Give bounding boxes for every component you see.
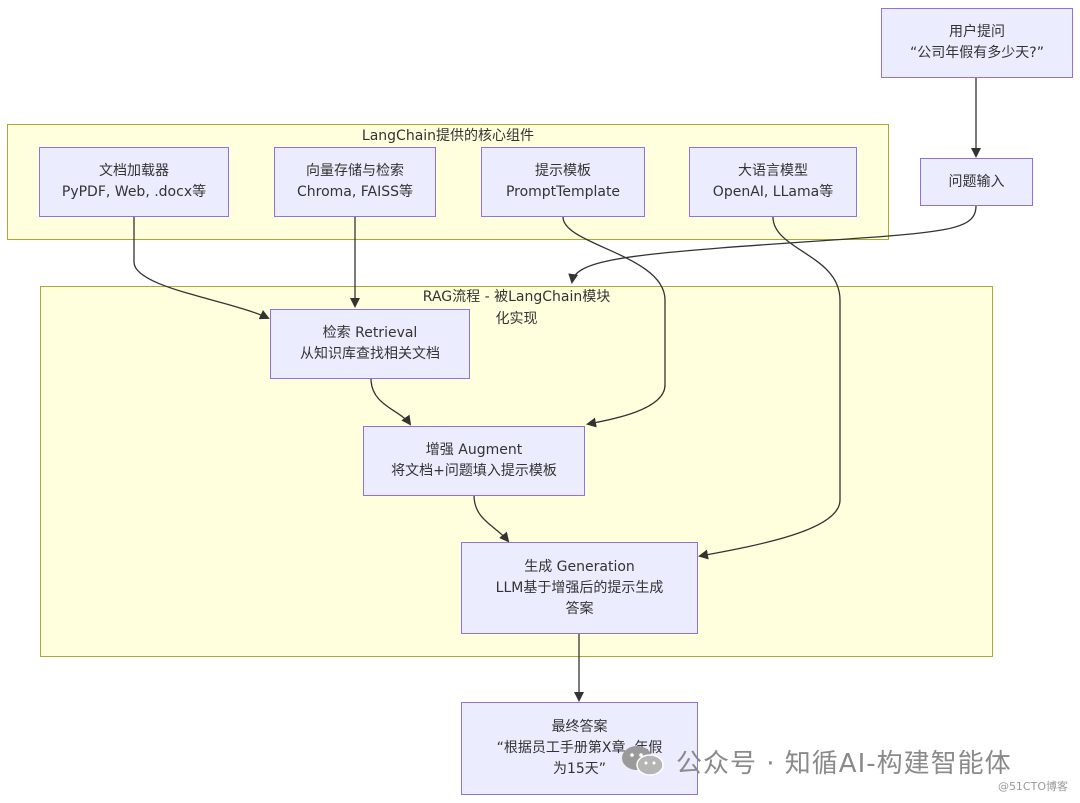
llm-node: 大语言模型 OpenAI, LLama等 [689,147,857,217]
doc-loader-node: 文档加载器 PyPDF, Web, .docx等 [39,147,229,217]
doc-loader-examples: PyPDF, Web, .docx等 [61,184,207,200]
watermark: 公众号 · 知循AI-构建智能体 [620,741,1012,781]
llm-title: 大语言模型 [738,163,808,179]
vector-store-examples: Chroma, FAISS等 [296,184,414,200]
final-answer-title: 最终答案 [551,719,608,735]
generation-desc-line1: LLM基于增强后的提示生成 [495,579,664,596]
rag-group-title-line2: 化实现 [495,311,538,327]
site-watermark: @51CTO博客 [997,780,1068,793]
llm-examples: OpenAI, LLama等 [712,184,834,200]
augment-title: 增强 Augment [425,442,523,458]
edge-llm-to-generation [698,216,841,560]
langchain-group-title: LangChain提供的核心组件 [361,128,535,144]
rag-group-title-line1: RAG流程 - 被LangChain模块 [422,289,611,305]
retrieval-desc: 从知识库查找相关文档 [300,346,440,362]
edge-augment-to-generation [473,494,510,543]
retrieval-node: 检索 Retrieval 从知识库查找相关文档 [270,309,470,379]
watermark-text: 公众号 · 知循AI-构建智能体 [676,748,1012,779]
doc-loader-title: 文档加载器 [99,163,169,179]
generation-title: 生成 Generation [524,558,635,575]
edge-retrieval-to-augment [370,378,412,426]
prompt-template-class: PromptTemplate [505,184,621,200]
wechat-icon [620,743,666,779]
user-question-node: 用户提问 “公司年假有多少天?” [881,8,1073,78]
augment-node: 增强 Augment 将文档+问题填入提示模板 [363,426,585,496]
edge-input-to-retrieval [568,205,977,284]
vector-store-title: 向量存储与检索 [306,163,404,179]
prompt-template-node: 提示模板 PromptTemplate [481,147,645,217]
edge-prompt-to-augment [562,216,666,428]
question-input-title: 问题输入 [948,173,1005,190]
vector-store-node: 向量存储与检索 Chroma, FAISS等 [274,147,436,217]
edge-loader-to-retrieval [133,217,270,320]
final-answer-text-line2: 为15天” [552,761,607,777]
question-input-node: 问题输入 [920,158,1033,206]
user-question-text: “公司年假有多少天?” [910,45,1044,61]
generation-desc-line2: 答案 [565,600,594,617]
user-question-title: 用户提问 [949,24,1005,40]
prompt-template-title: 提示模板 [535,163,591,179]
final-answer-text-line1: “根据员工手册第X章, 年假 [496,740,663,756]
retrieval-title: 检索 Retrieval [322,325,418,341]
final-answer-node: 最终答案 “根据员工手册第X章, 年假 为15天” [461,702,698,795]
generation-node: 生成 Generation LLM基于增强后的提示生成 答案 [461,542,698,634]
augment-desc: 将文档+问题填入提示模板 [391,463,557,479]
